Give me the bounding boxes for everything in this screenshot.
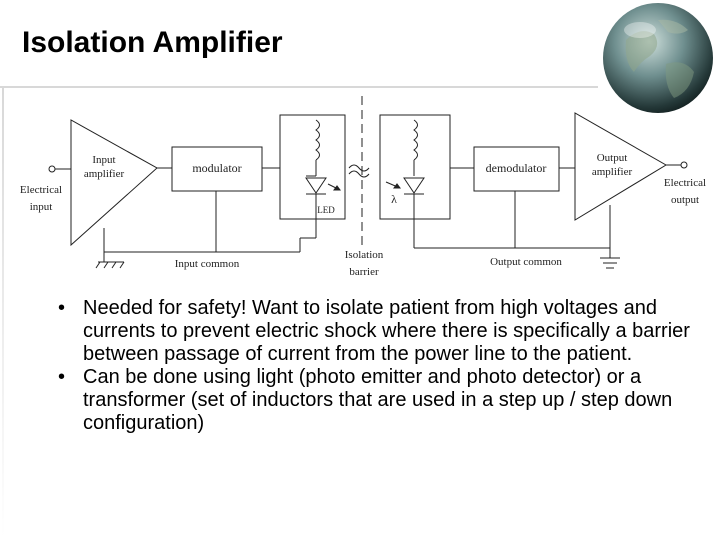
bullet-text: Needed for safety! Want to isolate patie… xyxy=(83,297,690,365)
input-ground-symbol xyxy=(95,256,125,269)
bullet-marker: • xyxy=(58,366,66,388)
demodulator-label: demodulator xyxy=(486,161,547,175)
demodulator-box xyxy=(473,146,560,192)
isolation-barrier-label-1: Isolation xyxy=(345,249,384,261)
bullet-item: • Can be done using light (photo emitter … xyxy=(58,366,698,435)
isolation-barrier-label-2: barrier xyxy=(349,266,379,278)
transformer-primary-coil xyxy=(315,119,320,161)
detector-module-box xyxy=(379,114,451,220)
output-amplifier-label-2: amplifier xyxy=(592,166,633,178)
modulator-box xyxy=(171,146,263,192)
input-amplifier-label-2: amplifier xyxy=(84,168,125,180)
photo-lambda-label: λ xyxy=(391,192,397,206)
input-amplifier-triangle xyxy=(70,119,158,247)
output-terminal xyxy=(680,161,688,169)
transformer-secondary-coil xyxy=(413,119,418,161)
electrical-input-label-2: input xyxy=(30,201,53,213)
bullet-text: Can be done using light (photo emitter a… xyxy=(83,366,673,434)
input-terminal xyxy=(48,165,56,173)
electrical-output-label-1: Electrical xyxy=(664,177,706,189)
output-common-label: Output common xyxy=(490,256,562,268)
photodiode-symbol xyxy=(403,177,425,194)
led-module-box xyxy=(279,114,346,220)
output-amplifier-triangle xyxy=(574,112,667,221)
output-ground-symbol xyxy=(600,257,620,269)
slide-title: Isolation Amplifier xyxy=(22,26,283,59)
output-amplifier-label-1: Output xyxy=(597,152,628,164)
globe-icon xyxy=(603,3,713,113)
bullet-item: • Needed for safety! Want to isolate pati… xyxy=(58,297,698,366)
led-label: LED xyxy=(317,205,335,215)
input-common-label: Input common xyxy=(175,258,240,270)
modulator-label: modulator xyxy=(192,161,241,175)
bullet-list: • Needed for safety! Want to isolate pati… xyxy=(58,297,698,435)
title-divider xyxy=(0,86,598,88)
bullet-marker: • xyxy=(58,297,66,319)
electrical-output-label-2: output xyxy=(671,194,699,206)
electrical-input-label-1: Electrical xyxy=(20,184,62,196)
input-amplifier-label-1: Input xyxy=(92,154,115,166)
led-diode-symbol xyxy=(305,177,327,194)
left-edge-shade xyxy=(2,88,4,538)
isolation-amplifier-diagram: Input amplifier modulator LED λ demodula… xyxy=(20,96,706,278)
